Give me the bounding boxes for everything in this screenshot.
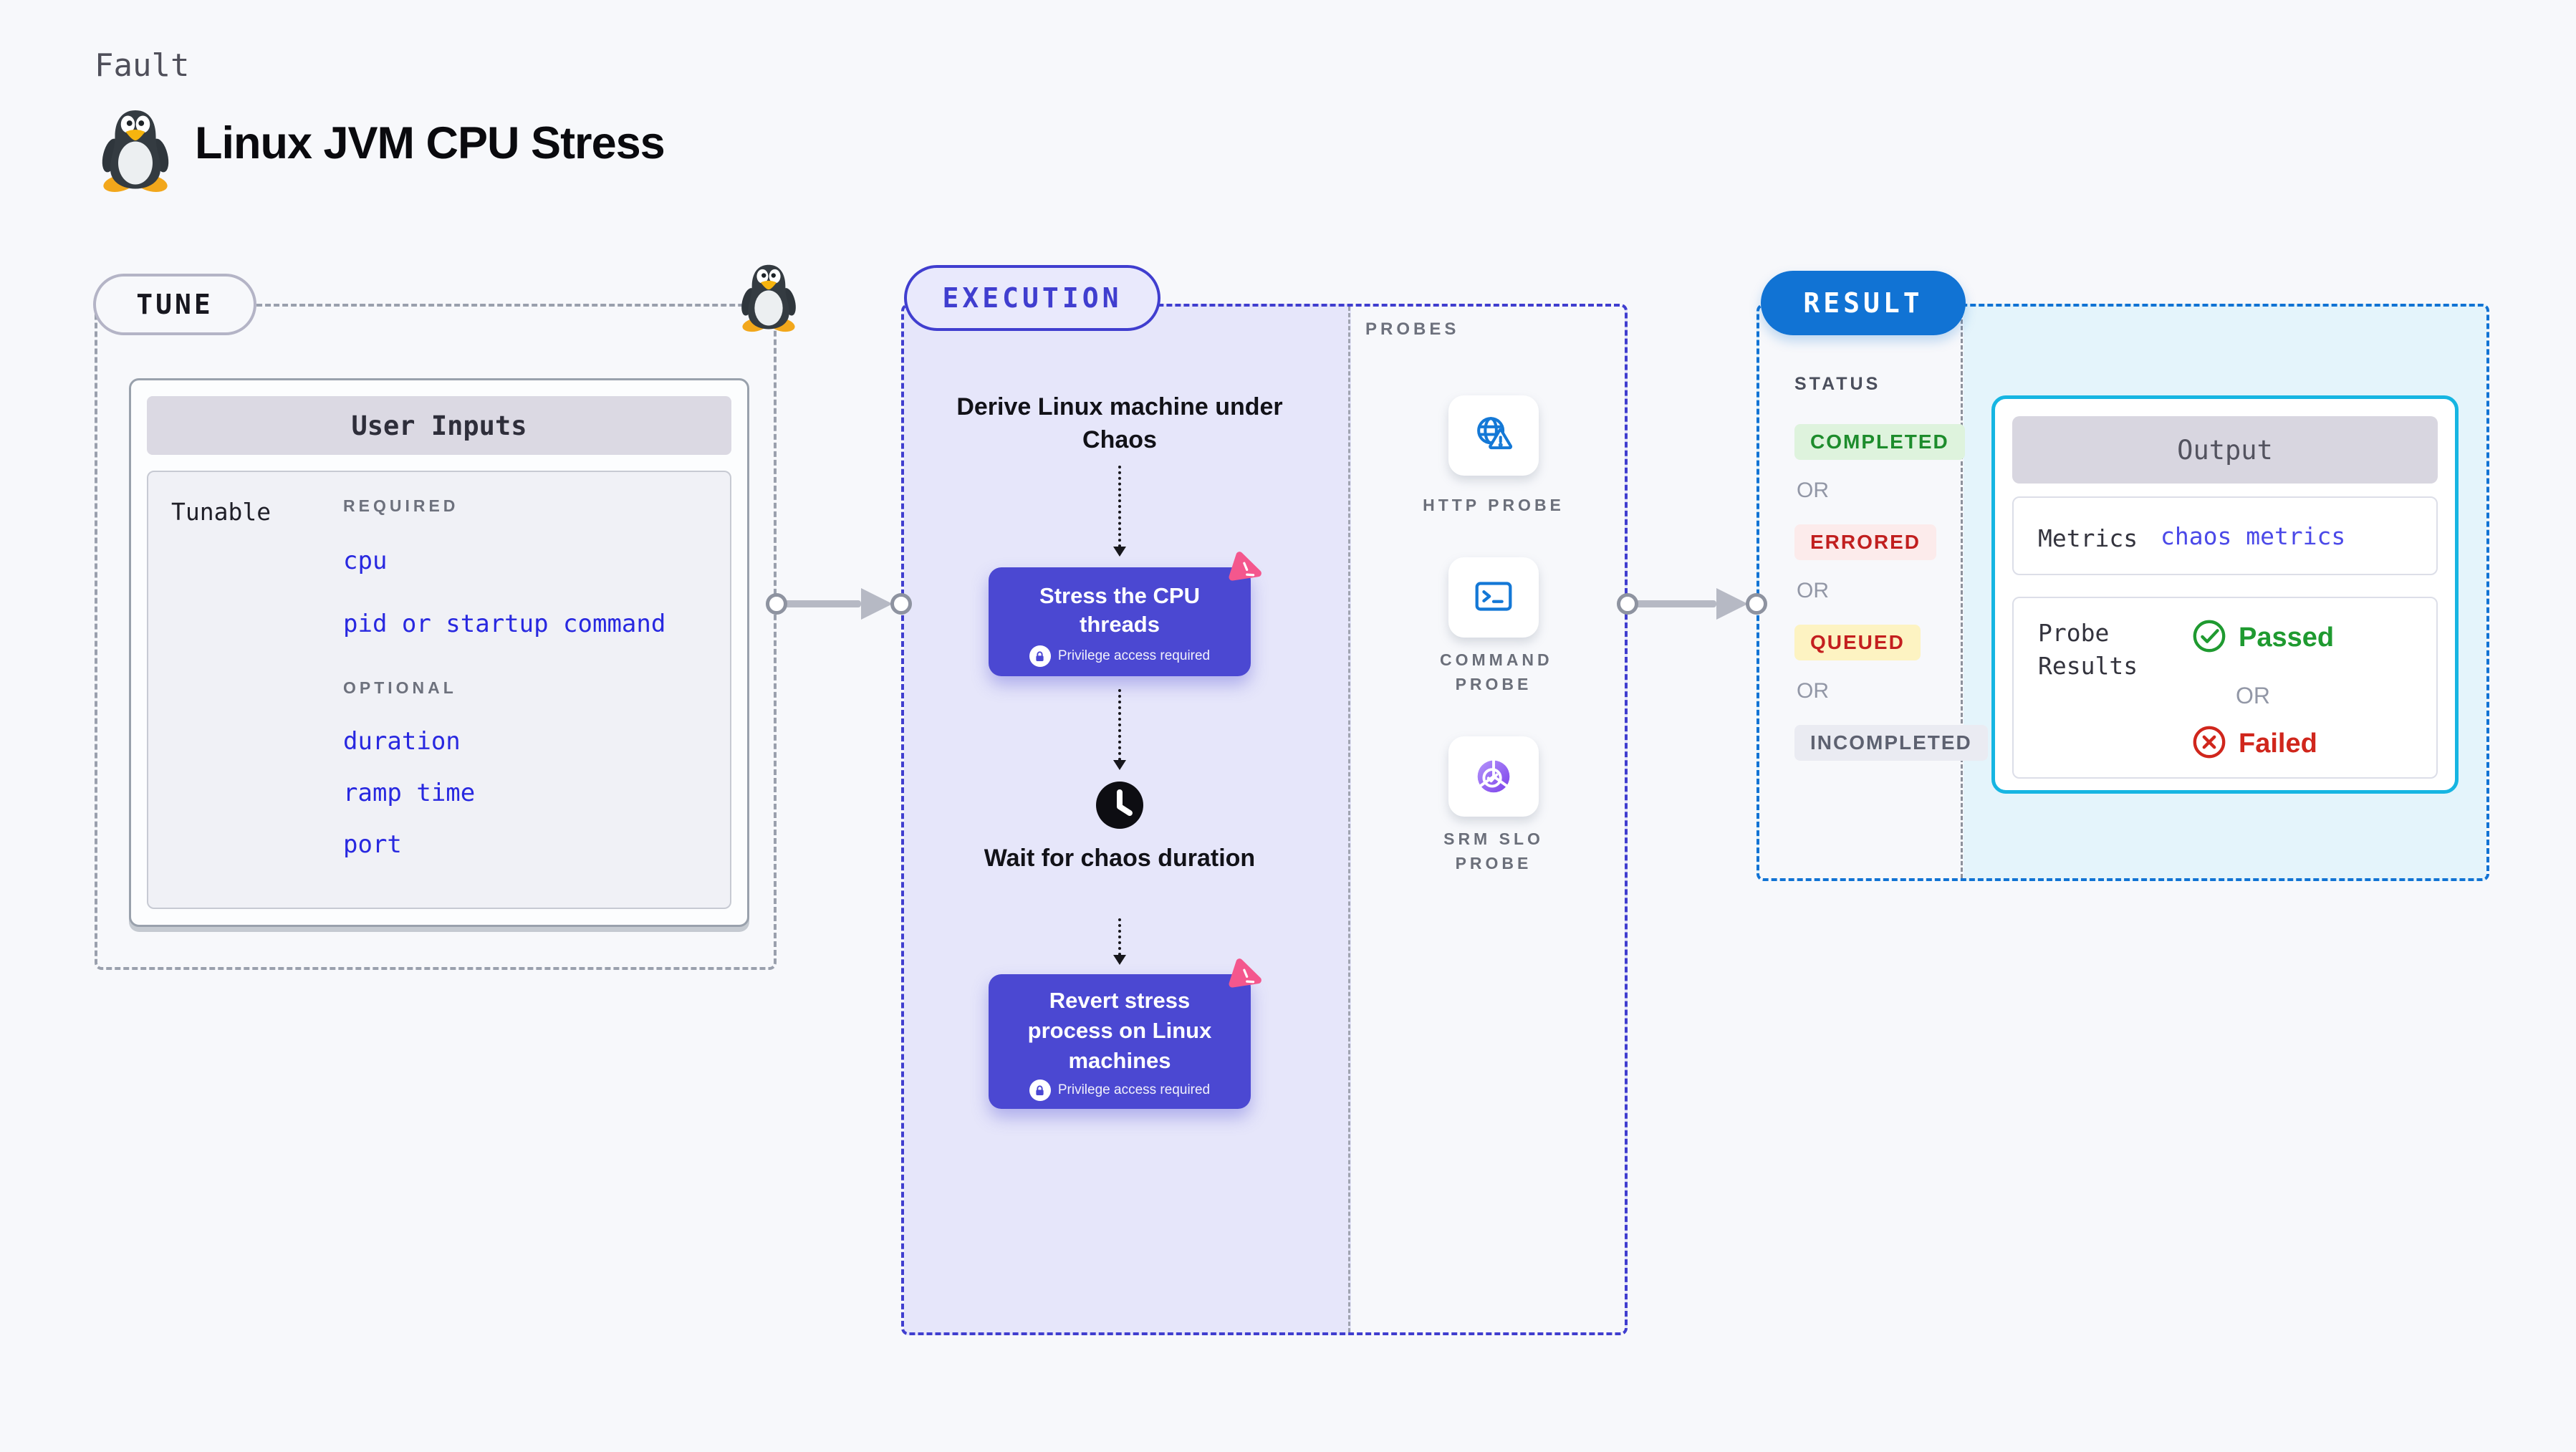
revert-stress-step-button[interactable]: Revert stress process on Linux machines … (989, 974, 1251, 1109)
chaos-pinwheel-icon (1226, 956, 1267, 996)
result-section-pill: RESULT (1761, 271, 1966, 335)
or-label: OR (2236, 683, 2270, 708)
execution-to-result-arrowhead (1716, 588, 1748, 620)
required-heading: REQUIRED (343, 496, 459, 515)
execution-probes-divider (1348, 307, 1350, 1332)
status-badge-errored: ERRORED (1794, 524, 1937, 560)
or-label: OR (1797, 479, 1829, 502)
tunable-link-cpu[interactable]: cpu (343, 547, 388, 575)
connector-node (766, 593, 787, 615)
globe-alert-icon (1470, 410, 1517, 461)
connector-node (1617, 593, 1638, 615)
privilege-note: Privilege access required (989, 1080, 1251, 1101)
tunable-link-ramp-time[interactable]: ramp time (343, 779, 476, 807)
or-label: OR (1797, 679, 1829, 703)
connector-node (1746, 593, 1767, 615)
linux-tux-icon-small (738, 261, 799, 332)
flow-arrow-down (1113, 689, 1126, 770)
probe-results-row: Probe Results Passed OR Failed (2012, 597, 2438, 779)
status-badge-queued: QUEUED (1794, 625, 1921, 660)
tune-section-box (95, 304, 777, 970)
wait-step-text: Wait for chaos duration (984, 845, 1256, 872)
lock-icon (1029, 645, 1051, 667)
tune-to-execution-arrow (777, 600, 861, 607)
probes-heading: PROBES (1365, 319, 1460, 339)
probe-results-label: Probe Results (2038, 619, 2138, 680)
http-probe-label: HTTP PROBE (1423, 496, 1565, 514)
output-title: Output (2012, 416, 2438, 484)
srm-slo-probe-label: SRM SLO PROBE (1443, 830, 1544, 872)
output-card: Output Metrics chaos metrics Probe Resul… (1991, 395, 2459, 794)
http-probe-card[interactable] (1448, 395, 1539, 476)
probe-result-passed: Passed (2191, 618, 2334, 658)
user-inputs-title: User Inputs (147, 396, 731, 455)
execution-section-pill: EXECUTION (904, 265, 1160, 331)
flow-arrow-down (1113, 466, 1126, 557)
fault-kicker: Fault (95, 47, 190, 84)
status-heading: STATUS (1794, 374, 1881, 394)
revert-stress-step-label: Revert stress process on Linux machines (1027, 988, 1212, 1073)
command-probe-card[interactable] (1448, 557, 1539, 638)
check-circle-icon (2191, 618, 2227, 658)
status-badge-incompleted: INCOMPLETED (1794, 725, 1988, 761)
linux-tux-icon (97, 106, 173, 192)
execution-section-box (901, 304, 1628, 1335)
slo-pie-check-icon (1470, 751, 1517, 802)
probe-result-failed: Failed (2191, 724, 2317, 764)
page-title: Linux JVM CPU Stress (195, 118, 665, 168)
stress-cpu-step-button[interactable]: Stress the CPU threads Privilege access … (989, 567, 1251, 676)
or-label: OR (1797, 579, 1829, 602)
status-badge-completed: COMPLETED (1794, 424, 1965, 460)
wait-clock-icon (1094, 779, 1145, 831)
tune-section-pill: TUNE (93, 274, 256, 335)
tune-to-execution-arrowhead (861, 588, 893, 620)
passed-label: Passed (2239, 622, 2335, 653)
metrics-value: chaos metrics (2161, 522, 2346, 550)
x-circle-icon (2191, 724, 2227, 764)
chaos-pinwheel-icon (1226, 549, 1267, 589)
flow-arrow-down (1113, 918, 1126, 965)
metrics-row: Metrics chaos metrics (2012, 496, 2438, 575)
srm-slo-probe-card[interactable] (1448, 736, 1539, 817)
tunable-row-label: Tunable (171, 498, 271, 526)
derive-step-text: Derive Linux machine under Chaos (956, 393, 1283, 453)
privilege-note: Privilege access required (989, 645, 1251, 667)
optional-heading: OPTIONAL (343, 678, 457, 697)
privilege-note-text: Privilege access required (1057, 648, 1211, 663)
metrics-label: Metrics (2038, 524, 2138, 552)
tunable-link-pid-or-startup-command[interactable]: pid or startup command (343, 610, 666, 638)
tunable-link-port[interactable]: port (343, 830, 402, 859)
privilege-note-text: Privilege access required (1057, 1082, 1211, 1097)
user-inputs-card: User Inputs Tunable REQUIRED cpu pid or … (129, 378, 749, 927)
connector-node (890, 593, 912, 615)
failed-label: Failed (2239, 729, 2317, 759)
tunable-panel: Tunable REQUIRED cpu pid or startup comm… (147, 471, 731, 909)
terminal-icon (1470, 572, 1517, 623)
execution-to-result-arrow (1628, 600, 1716, 607)
result-status-divider (1961, 307, 1963, 878)
command-probe-label: COMMAND PROBE (1440, 650, 1553, 693)
stress-cpu-step-label: Stress the CPU threads (1039, 583, 1200, 637)
tunable-link-duration[interactable]: duration (343, 727, 461, 756)
lock-icon (1029, 1080, 1051, 1101)
